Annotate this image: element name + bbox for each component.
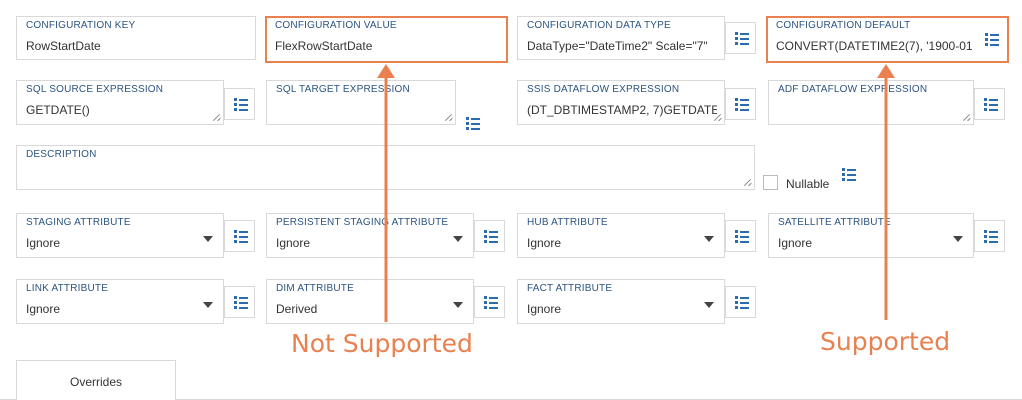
- dim-attribute-picker-button[interactable]: [474, 286, 505, 318]
- configuration-key-field[interactable]: CONFIGURATION KEY RowStartDate: [16, 16, 256, 60]
- ssis-dataflow-expression-field[interactable]: SSIS DATAFLOW EXPRESSION (DT_DBTIMESTAMP…: [517, 80, 725, 125]
- list-icon: [484, 296, 498, 309]
- sql-source-expression-field[interactable]: SQL SOURCE EXPRESSION GETDATE(): [16, 80, 224, 125]
- resize-handle-icon[interactable]: [743, 178, 751, 186]
- list-icon: [842, 168, 856, 181]
- configuration-value-label: CONFIGURATION VALUE: [275, 20, 397, 31]
- resize-handle-icon[interactable]: [713, 113, 721, 121]
- dim-attribute-label: DIM ATTRIBUTE: [276, 283, 354, 294]
- caret-down-icon: [704, 302, 714, 308]
- list-icon: [234, 296, 248, 309]
- description-label: DESCRIPTION: [26, 149, 97, 160]
- ssis-dataflow-expression-picker-button[interactable]: [725, 88, 756, 120]
- list-icon: [484, 230, 498, 243]
- tab-overrides[interactable]: Overrides: [16, 360, 176, 400]
- satellite-attribute-value: Ignore: [778, 236, 813, 250]
- configuration-key-label: CONFIGURATION KEY: [26, 20, 136, 31]
- configuration-default-value: CONVERT(DATETIME2(7), '1900-01-01': [776, 39, 973, 53]
- staging-attribute-picker-button[interactable]: [224, 220, 255, 252]
- sql-source-expression-label: SQL SOURCE EXPRESSION: [26, 84, 164, 95]
- dim-attribute-value: Derived: [276, 302, 318, 316]
- satellite-attribute-select[interactable]: SATELLITE ATTRIBUTE Ignore: [768, 213, 974, 258]
- list-icon: [234, 230, 248, 243]
- list-icon: [466, 117, 480, 130]
- ssis-dataflow-expression-label: SSIS DATAFLOW EXPRESSION: [527, 84, 680, 95]
- link-attribute-value: Ignore: [26, 302, 61, 316]
- configuration-key-value: RowStartDate: [26, 39, 101, 53]
- staging-attribute-label: STAGING ATTRIBUTE: [26, 217, 131, 228]
- sql-target-expression-picker-button[interactable]: [457, 108, 488, 140]
- list-icon: [234, 98, 248, 111]
- hub-attribute-label: HUB ATTRIBUTE: [527, 217, 608, 228]
- fact-attribute-select[interactable]: FACT ATTRIBUTE Ignore: [517, 279, 725, 324]
- configuration-value-field[interactable]: CONFIGURATION VALUE FlexRowStartDate: [265, 16, 508, 63]
- staging-attribute-value: Ignore: [26, 236, 61, 250]
- nullable-checkbox[interactable]: [763, 175, 778, 190]
- tab-overrides-label: Overrides: [69, 375, 122, 389]
- supported-annotation: Supported: [820, 327, 951, 356]
- ssis-dataflow-expression-value: (DT_DBTIMESTAMP2, 7)GETDATE(): [527, 103, 717, 117]
- adf-dataflow-expression-picker-button[interactable]: [974, 88, 1005, 120]
- caret-down-icon: [953, 236, 963, 242]
- hub-attribute-picker-button[interactable]: [725, 220, 756, 252]
- list-icon: [984, 230, 998, 243]
- resize-handle-icon[interactable]: [444, 113, 452, 121]
- dim-attribute-select[interactable]: DIM ATTRIBUTE Derived: [266, 279, 474, 324]
- configuration-default-field[interactable]: CONFIGURATION DEFAULT CONVERT(DATETIME2(…: [766, 16, 1009, 63]
- caret-down-icon: [704, 236, 714, 242]
- persistent-staging-attribute-label: PERSISTENT STAGING ATTRIBUTE: [276, 217, 449, 228]
- satellite-attribute-picker-button[interactable]: [974, 220, 1005, 252]
- configuration-data-type-value: DataType="DateTime2" Scale="7": [527, 39, 708, 53]
- sql-source-expression-picker-button[interactable]: [224, 88, 255, 120]
- persistent-staging-attribute-select[interactable]: PERSISTENT STAGING ATTRIBUTE Ignore: [266, 213, 474, 258]
- link-attribute-picker-button[interactable]: [224, 286, 255, 318]
- list-icon: [735, 98, 749, 111]
- sql-source-expression-value: GETDATE(): [26, 103, 90, 117]
- list-icon: [735, 296, 749, 309]
- satellite-attribute-label: SATELLITE ATTRIBUTE: [778, 217, 891, 228]
- configuration-default-label: CONFIGURATION DEFAULT: [776, 20, 911, 31]
- configuration-data-type-picker-button[interactable]: [725, 22, 756, 54]
- fact-attribute-label: FACT ATTRIBUTE: [527, 283, 613, 294]
- nullable-label: Nullable: [786, 177, 830, 191]
- link-attribute-label: LINK ATTRIBUTE: [26, 283, 109, 294]
- not-supported-annotation: Not Supported: [291, 329, 473, 358]
- caret-down-icon: [453, 236, 463, 242]
- configuration-data-type-field[interactable]: CONFIGURATION DATA TYPE DataType="DateTi…: [517, 16, 725, 60]
- sql-target-expression-field[interactable]: SQL TARGET EXPRESSION: [266, 80, 456, 125]
- list-icon: [985, 33, 999, 46]
- sql-target-expression-label: SQL TARGET EXPRESSION: [276, 84, 410, 95]
- staging-attribute-select[interactable]: STAGING ATTRIBUTE Ignore: [16, 213, 224, 258]
- adf-dataflow-expression-field[interactable]: ADF DATAFLOW EXPRESSION: [768, 80, 974, 125]
- nullable-picker-button[interactable]: [833, 159, 864, 191]
- configuration-default-picker-button[interactable]: [976, 24, 1007, 56]
- hub-attribute-value: Ignore: [527, 236, 562, 250]
- resize-handle-icon[interactable]: [962, 113, 970, 121]
- configuration-value-value: FlexRowStartDate: [275, 39, 373, 53]
- list-icon: [735, 230, 749, 243]
- configuration-data-type-label: CONFIGURATION DATA TYPE: [527, 20, 671, 31]
- hub-attribute-select[interactable]: HUB ATTRIBUTE Ignore: [517, 213, 725, 258]
- persistent-staging-attribute-value: Ignore: [276, 236, 311, 250]
- fact-attribute-value: Ignore: [527, 302, 562, 316]
- link-attribute-select[interactable]: LINK ATTRIBUTE Ignore: [16, 279, 224, 324]
- list-icon: [735, 32, 749, 45]
- caret-down-icon: [453, 302, 463, 308]
- resize-handle-icon[interactable]: [212, 113, 220, 121]
- caret-down-icon: [203, 236, 213, 242]
- caret-down-icon: [203, 302, 213, 308]
- adf-dataflow-expression-label: ADF DATAFLOW EXPRESSION: [778, 84, 928, 95]
- list-icon: [984, 98, 998, 111]
- description-field[interactable]: DESCRIPTION: [16, 145, 755, 190]
- fact-attribute-picker-button[interactable]: [725, 286, 756, 318]
- persistent-staging-attribute-picker-button[interactable]: [474, 220, 505, 252]
